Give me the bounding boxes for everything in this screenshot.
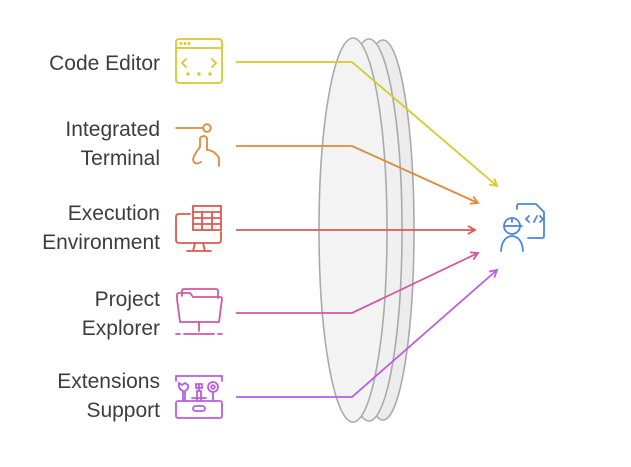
toolbox-icon	[175, 375, 223, 419]
label-line: Integrated	[65, 118, 160, 141]
code-window-icon	[175, 38, 223, 84]
network-folder-icon	[175, 288, 223, 335]
connector-integrated-terminal	[236, 145, 480, 205]
connector-code-editor	[236, 61, 499, 188]
label-line: Support	[86, 399, 160, 422]
developer-icon	[500, 203, 545, 252]
label-line: Extensions	[57, 370, 160, 393]
connector-project-explorer	[236, 251, 480, 314]
label-line: Environment	[42, 231, 160, 254]
label-line: Explorer	[81, 317, 160, 340]
label-line: Terminal	[80, 147, 160, 170]
label-line: Execution	[67, 202, 160, 225]
label-line: Project	[94, 288, 160, 311]
label-code-editor: Code Editor	[49, 49, 160, 78]
connector-extensions-support	[236, 268, 499, 398]
label-line: Code Editor	[49, 52, 160, 75]
touch-switch-icon	[175, 123, 220, 167]
monitor-grid-icon	[175, 205, 222, 252]
